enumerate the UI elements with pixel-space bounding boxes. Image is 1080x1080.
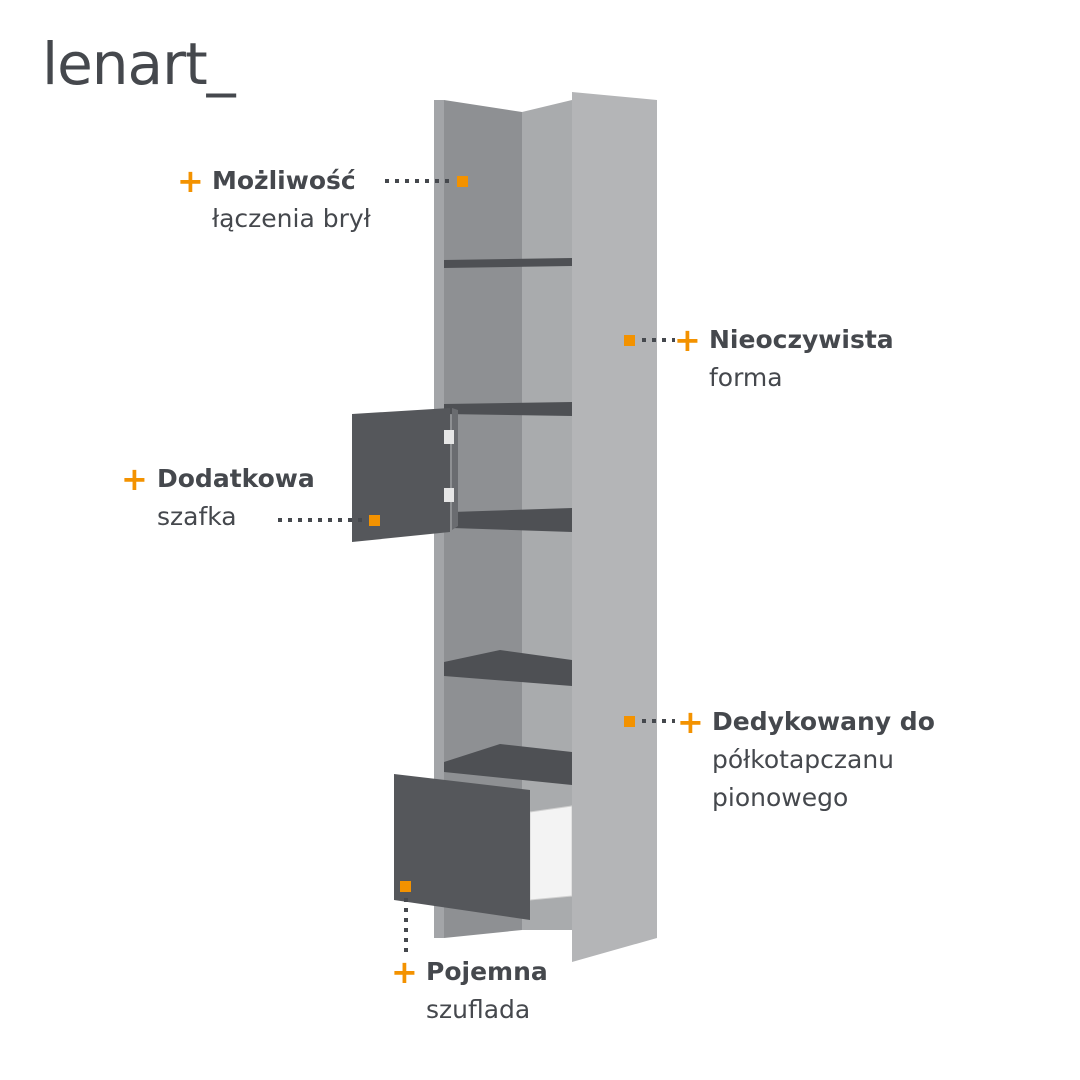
callout-cabinet: Dodatkowa szafka (157, 460, 315, 536)
plus-icon: + (391, 953, 418, 991)
shelf (444, 402, 572, 416)
plus-icon: + (674, 321, 701, 359)
cabinet-right-panel (572, 92, 657, 962)
callout-joining: Możliwość łączenia brył (212, 162, 371, 238)
plus-icon: + (177, 162, 204, 200)
cabinet-door (352, 408, 450, 542)
shelf (444, 744, 572, 785)
plus-icon: + (121, 460, 148, 498)
callout-title: Dodatkowa (157, 464, 315, 493)
hinge-icon (444, 488, 454, 502)
shelf (452, 508, 572, 532)
lenart-logo: lenart_ (42, 30, 236, 98)
callout-subtitle: szafka (157, 502, 237, 531)
marker-icon (369, 515, 380, 526)
callout-subtitle: łączenia brył (212, 204, 371, 233)
callout-subtitle-2: pionowego (712, 783, 849, 812)
callout-dedicated: Dedykowany do półkotapczanu pionowego (712, 703, 935, 817)
callout-subtitle: półkotapczanu (712, 745, 895, 774)
shelf (444, 650, 572, 686)
hinge-icon (444, 430, 454, 444)
callout-subtitle: szuflada (426, 995, 531, 1024)
plus-icon: + (677, 703, 704, 741)
callout-title: Dedykowany do (712, 707, 935, 736)
drawer-front (394, 774, 530, 920)
callout-title: Możliwość (212, 166, 356, 195)
callout-subtitle: forma (709, 363, 783, 392)
marker-icon (457, 176, 468, 187)
marker-icon (400, 881, 411, 892)
shelf (444, 258, 572, 268)
door-inner-side (452, 408, 458, 530)
callout-title: Nieoczywista (709, 325, 894, 354)
drawer-box (529, 805, 573, 901)
marker-icon (624, 335, 635, 346)
callout-form: Nieoczywista forma (709, 321, 894, 397)
callout-title: Pojemna (426, 957, 548, 986)
marker-icon (624, 716, 635, 727)
callout-drawer: Pojemna szuflada (426, 953, 548, 1029)
